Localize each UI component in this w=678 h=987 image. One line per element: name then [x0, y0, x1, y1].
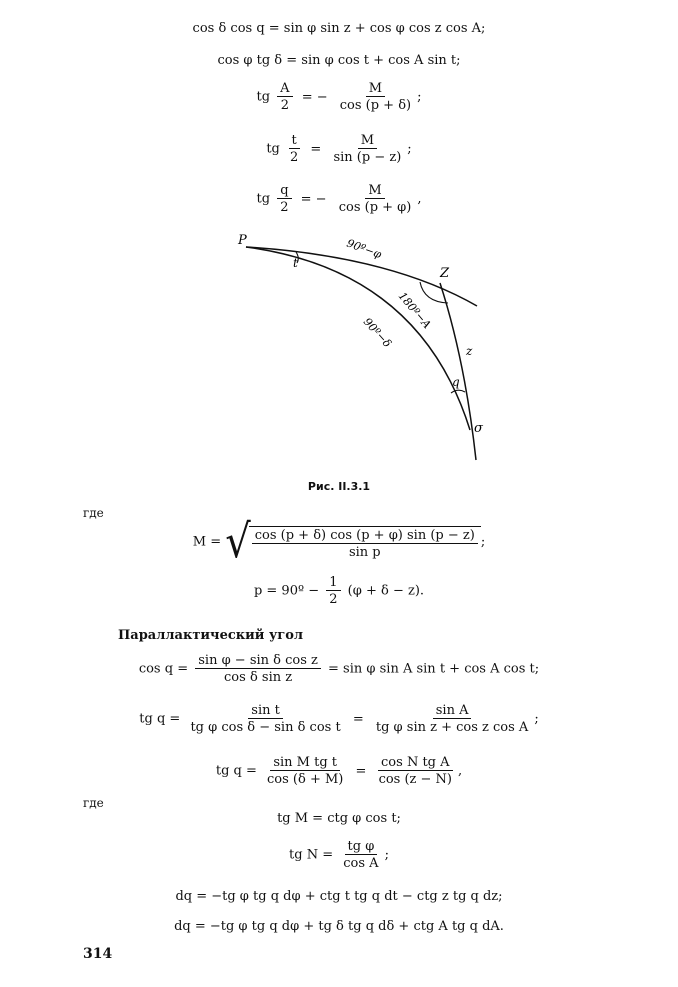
fraction-under-root: cos (p + δ) cos (p + φ) sin (p − z)sin p [251, 529, 478, 559]
where-label-1: где [83, 506, 104, 520]
equation-cos-phi-tg-delta: cos φ tg δ = sin φ cos t + cos A sin t; [217, 53, 461, 68]
equation-dq-2: dq = −tg φ tg q dφ + tg δ tg q dδ + ctg … [174, 919, 504, 934]
angle-t-mark [295, 251, 299, 264]
equation-dq-1: dq = −tg φ tg q dφ + ctg t tg q dt − ctg… [175, 889, 503, 904]
section-heading: Параллактический угол [118, 628, 304, 643]
arc-ps-declination [245, 246, 471, 431]
angle-q-mark [450, 389, 466, 394]
label-arc-ps: 90º−δ [361, 315, 394, 350]
label-sigma: σ [474, 421, 484, 436]
label-z-point: Z [439, 266, 450, 281]
page-number: 314 [83, 946, 113, 962]
label-p: P [237, 233, 247, 248]
spherical-triangle-diagram: P t 90º−φ Z 180º−A 90º−δ z q σ [237, 233, 484, 461]
where-label-2: где [83, 796, 104, 810]
label-z-side: z [465, 344, 473, 358]
equation-tg-m: tg M = ctg φ cos t; [277, 811, 401, 826]
equation-cos-delta-cos-q: cos δ cos q = sin φ sin z + cos φ cos z … [192, 21, 486, 36]
label-arc-pz: 90º−φ [345, 237, 384, 262]
equation-m-definition: M = √ cos (p + δ) cos (p + φ) sin (p − z… [192, 515, 486, 569]
arc-zs-vertical [439, 282, 477, 461]
angle-180-a-mark [419, 281, 449, 304]
square-root: √ cos (p + δ) cos (p + φ) sin (p − z)sin… [225, 515, 481, 569]
figure-caption: Рис. II.3.1 [307, 480, 371, 493]
arc-pz-meridian [245, 246, 478, 307]
label-t: t [293, 256, 298, 270]
label-q: q [452, 375, 460, 389]
radical-sign-icon: √ [225, 515, 251, 569]
